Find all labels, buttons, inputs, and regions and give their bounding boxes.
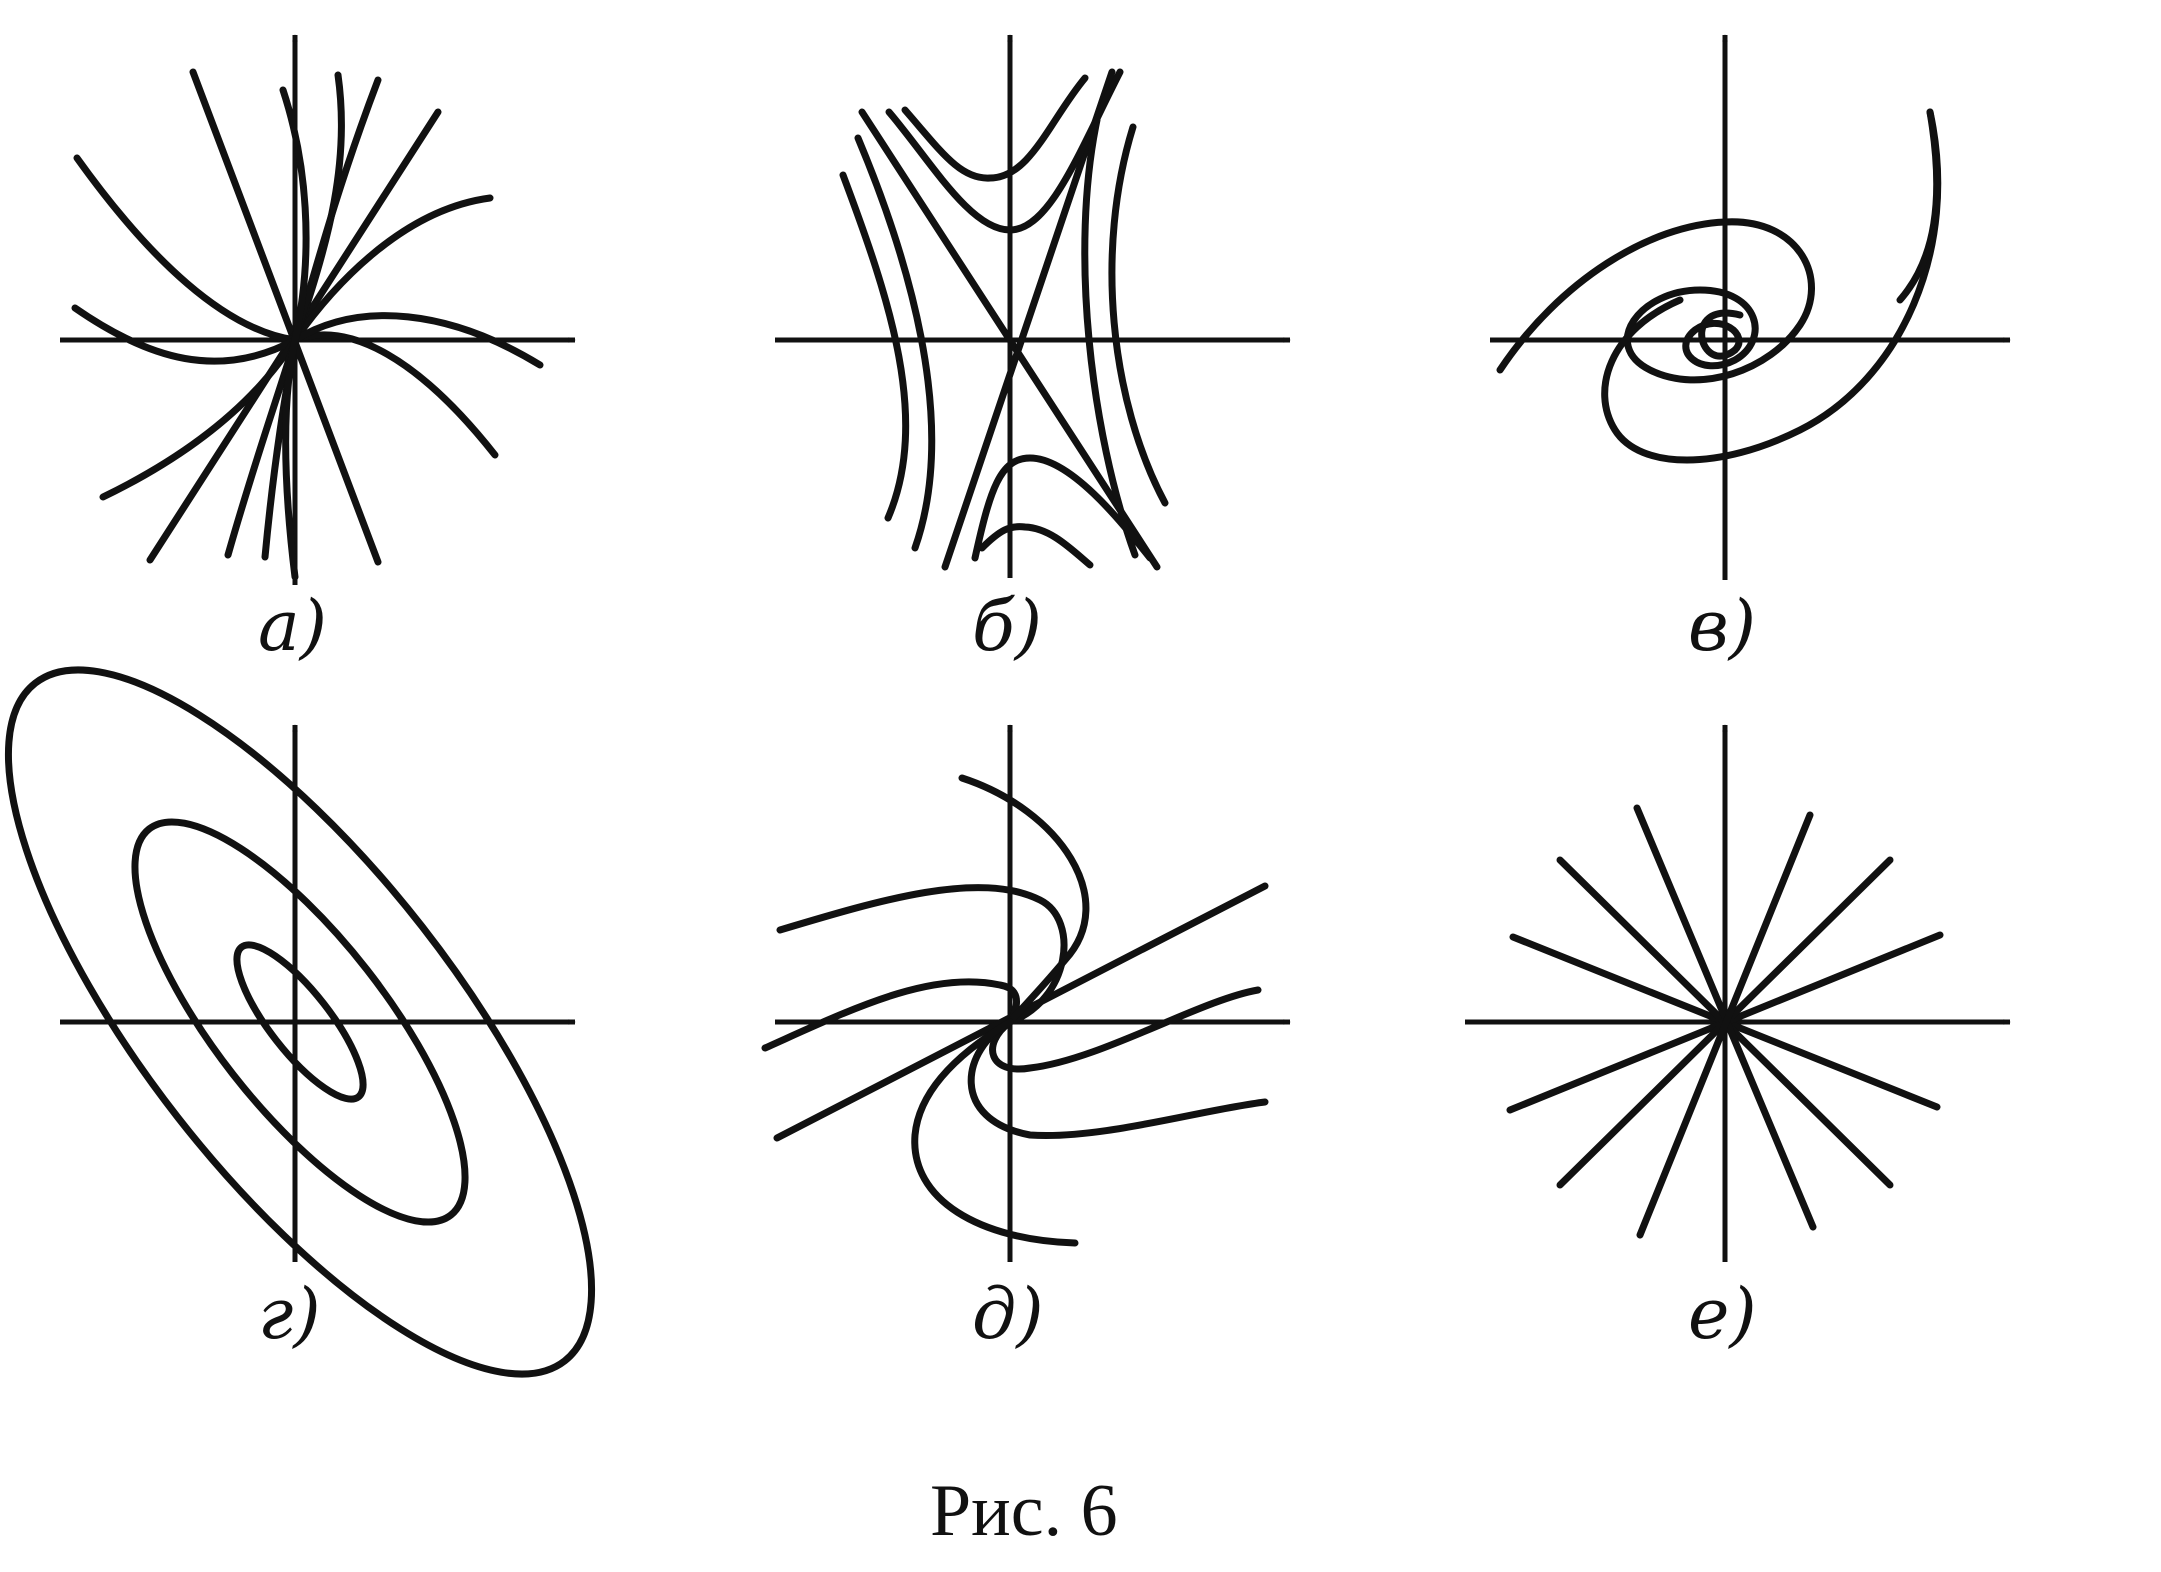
panel-f-label: е)	[1688, 1273, 1757, 1355]
figure-caption: Рис. 6	[930, 1470, 1118, 1552]
panel-a-label: а)	[258, 585, 327, 667]
panel-a-node-portrait: а)	[60, 34, 576, 667]
panel-f-axes	[1465, 724, 2011, 1262]
panel-e-label: д)	[972, 1273, 1044, 1355]
panel-d-label: г)	[258, 1273, 321, 1355]
panel-b-trajectories	[839, 68, 1169, 571]
panel-e-degenerate-node-portrait: д)	[761, 724, 1291, 1355]
panel-c-label: в)	[1688, 585, 1756, 667]
panel-b-axes	[775, 34, 1291, 578]
panel-e-trajectories	[761, 774, 1269, 1247]
panel-f-rays	[1506, 804, 1944, 1239]
panel-f-star-node-portrait: е)	[1465, 724, 2011, 1355]
panel-c-trajectories	[1496, 108, 1942, 464]
panel-b-saddle-portrait: б)	[775, 34, 1291, 667]
panel-a-trajectories	[71, 68, 544, 581]
panel-d-center-portrait: г)	[4, 666, 596, 1378]
panel-b-label: б)	[972, 585, 1042, 667]
panel-d-orbits	[4, 666, 596, 1378]
panel-c-focus-portrait: в)	[1490, 34, 2011, 667]
panel-e-axes	[775, 724, 1291, 1262]
